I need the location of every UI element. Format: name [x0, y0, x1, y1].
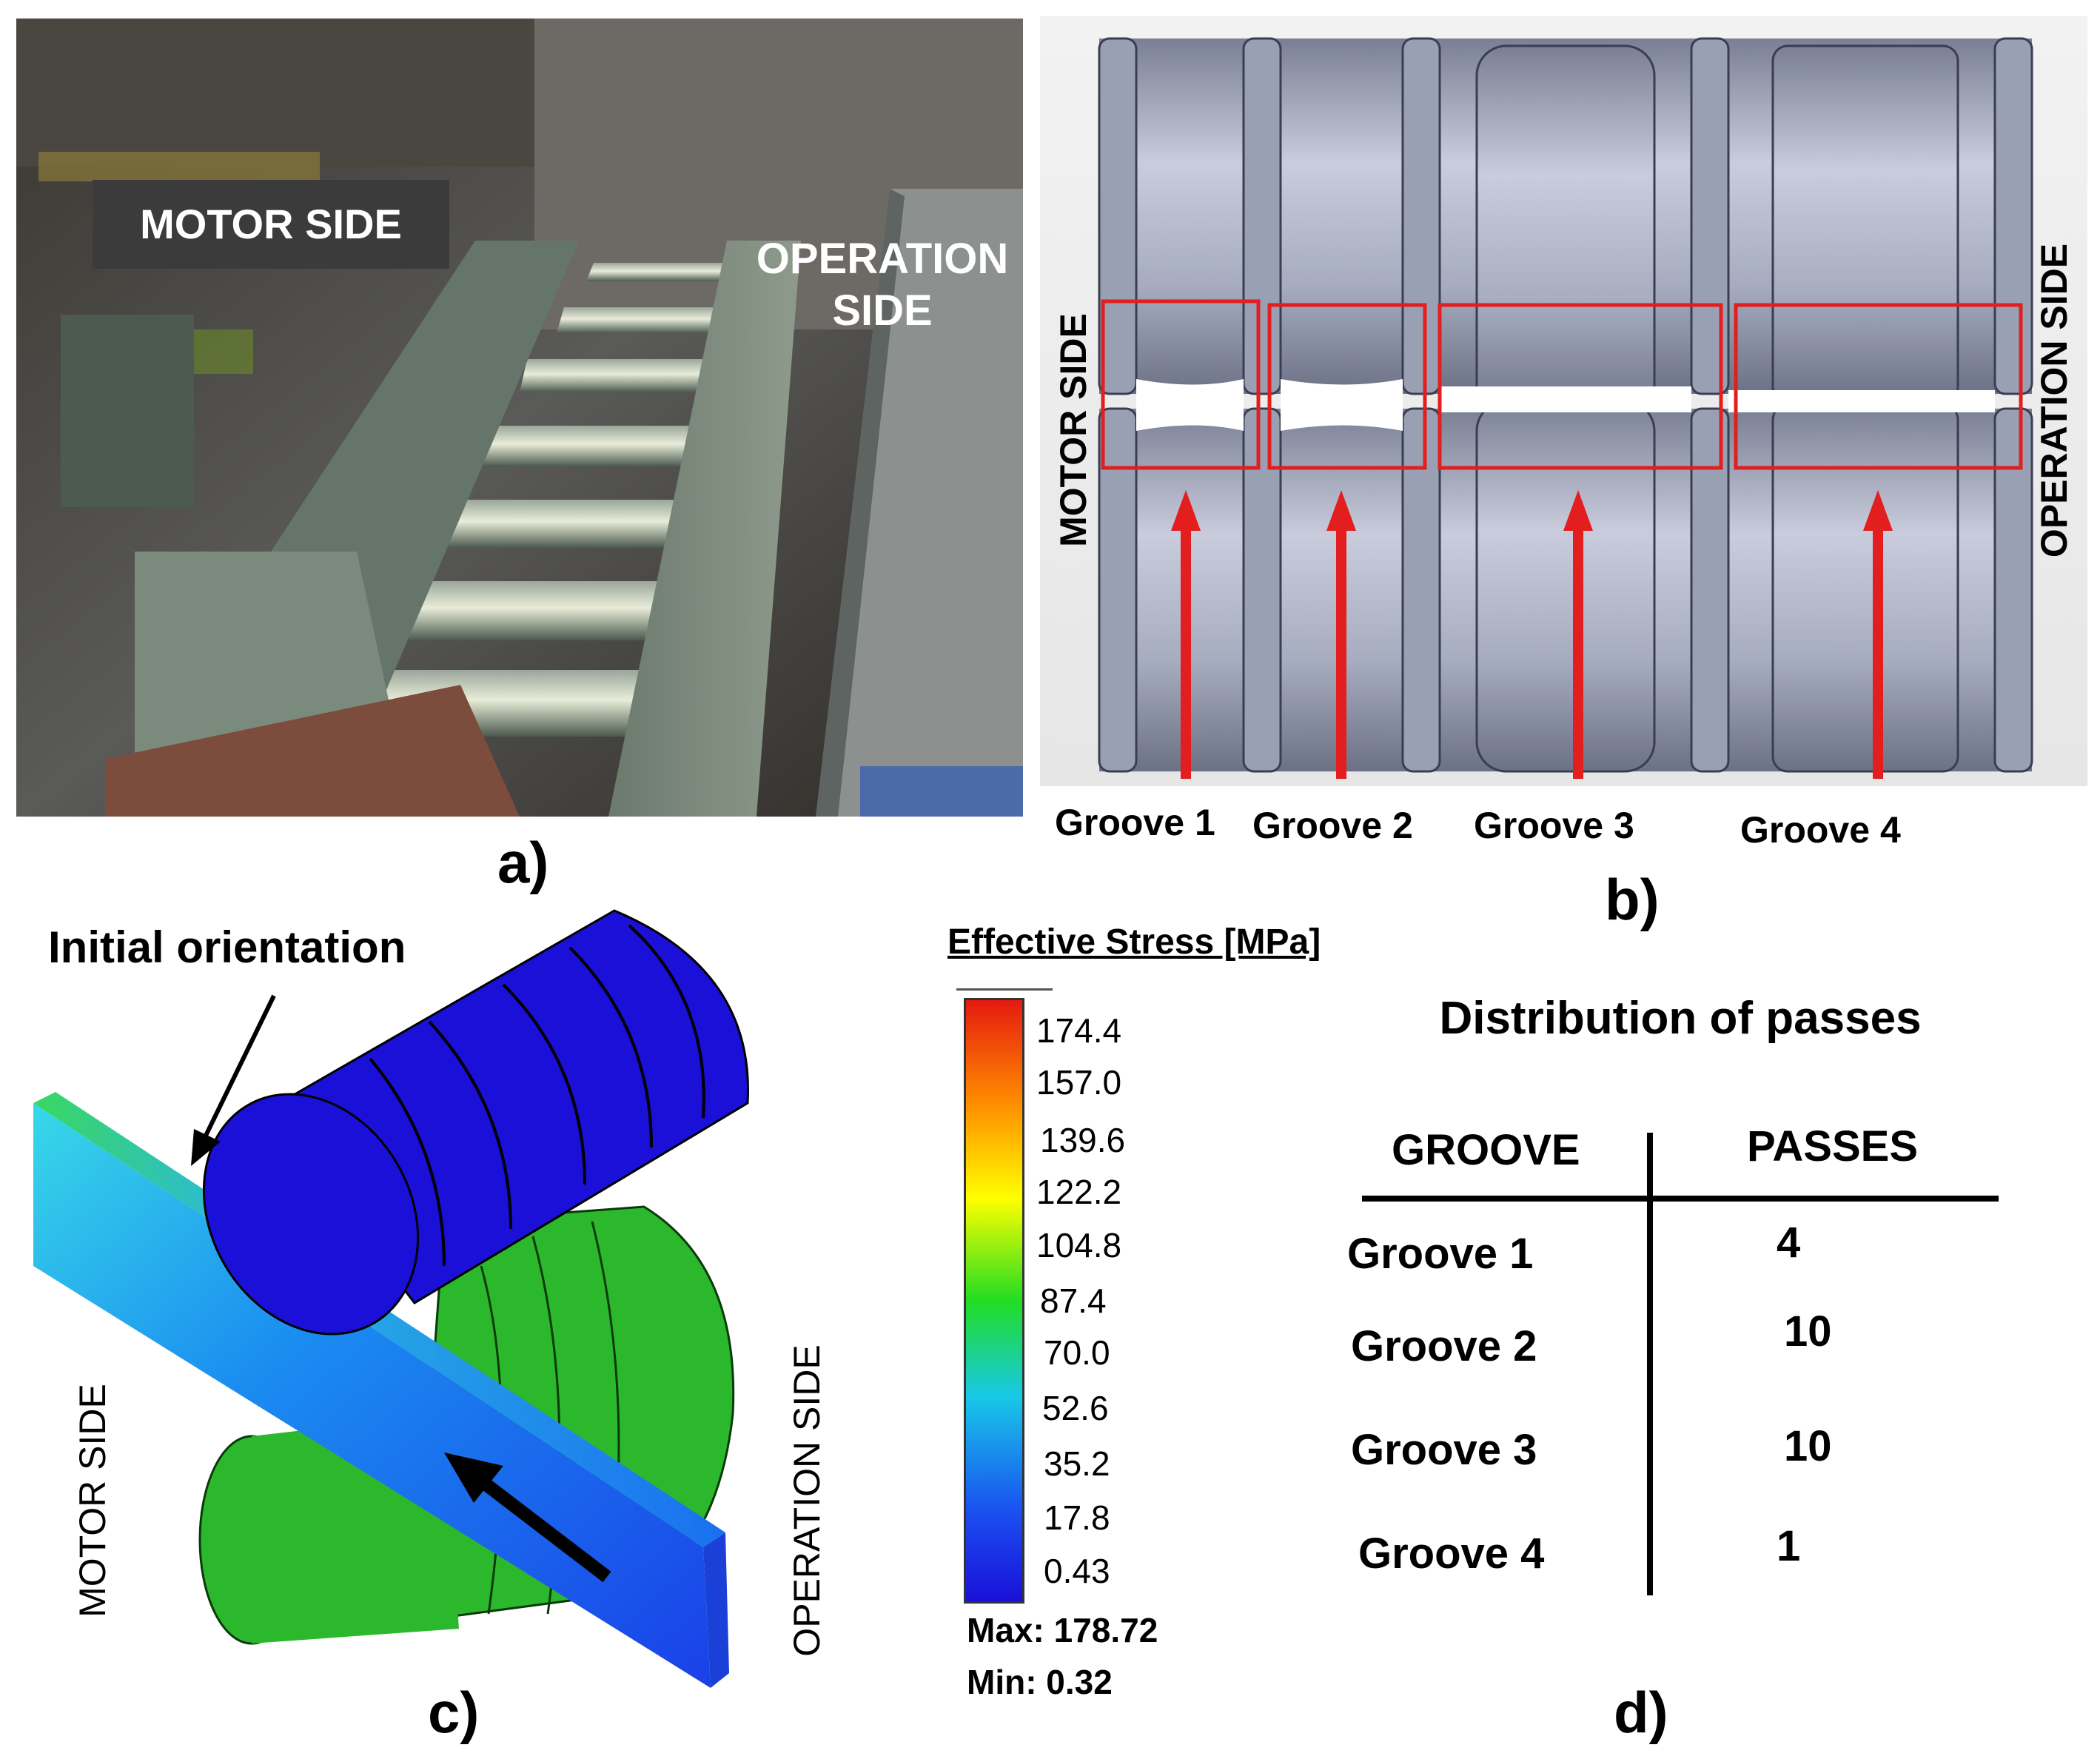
panel-d: Distribution of passes GROOVE PASSES Gro… [1347, 992, 2013, 1658]
legend-title-rule [956, 988, 1053, 991]
groove-arrows [1171, 490, 1893, 779]
row-passes: 10 [1784, 1422, 1832, 1470]
groove-1-box [1101, 299, 1261, 470]
initial-orientation-pointer [191, 994, 276, 1166]
groove-3-box [1438, 303, 1723, 470]
legend-tick-label: 17.8 [1044, 1498, 1110, 1537]
rolling-mill-photo [16, 19, 1023, 817]
legend-min: Min: 0.32 [967, 1663, 1113, 1701]
groove-2-arrow [1326, 490, 1356, 779]
groove-label-3: Groove 3 [1474, 805, 1634, 846]
groove-label-2: Groove 2 [1252, 805, 1413, 846]
groove-4-arrow [1863, 490, 1893, 779]
panel-c-label: c) [428, 1680, 480, 1745]
row-groove: Groove 1 [1347, 1230, 1534, 1278]
panel-c-motor-side: MOTOR SIDE [72, 1384, 113, 1618]
header-groove: GROOVE [1392, 1126, 1580, 1174]
legend-title: Effective Stress [MPa] [947, 922, 1321, 962]
stress-legend: Effective Stress [MPa] 174.4 157.0 139.6… [947, 922, 1392, 1706]
panel-a-photo: MOTOR SIDE OPERATION SIDE [16, 19, 1023, 817]
panel-c-operation-side: OPERATION SIDE [786, 1344, 828, 1657]
panel-b-operation-side: OPERATION SIDE [2033, 243, 2075, 558]
groove-highlights [1101, 299, 2023, 470]
header-passes: PASSES [1747, 1122, 1919, 1170]
operation-side-label-line2: SIDE [832, 287, 933, 335]
legend-max: Max: 178.72 [967, 1611, 1158, 1649]
row-groove: Groove 4 [1358, 1530, 1545, 1578]
operation-side-beam [608, 241, 801, 817]
fem-simulation [33, 909, 749, 1688]
panel-b-label: b) [1605, 867, 1660, 932]
upper-roll [1098, 37, 2033, 418]
operation-side-label-line1: OPERATION [756, 235, 1009, 283]
row-groove: Groove 2 [1351, 1322, 1537, 1370]
initial-orientation-label: Initial orientation [48, 922, 406, 972]
legend-tick-label: 70.0 [1044, 1333, 1110, 1372]
row-passes: 1 [1777, 1522, 1801, 1570]
panel-b-motor-side: MOTOR SIDE [1053, 313, 1094, 547]
upper-roll-blue [202, 909, 749, 1336]
legend-color-bar [964, 998, 1024, 1604]
legend-tick-label: 35.2 [1044, 1444, 1110, 1483]
legend-tick-label: 157.0 [1036, 1063, 1122, 1102]
panel-c: Initial orientation MOTOR SIDE OPERATION… [0, 881, 925, 1755]
passes-table-title: Distribution of passes [1439, 993, 1922, 1044]
legend-tick-label: 122.2 [1036, 1173, 1122, 1211]
table-column-divider [1647, 1133, 1653, 1595]
operation-side-label: OPERATION SIDE [738, 233, 1027, 337]
groove-label-4: Groove 4 [1740, 809, 1901, 851]
row-groove: Groove 3 [1351, 1426, 1537, 1474]
motor-side-tag [93, 180, 449, 269]
roll-drawing [1040, 16, 2087, 786]
panel-d-label: d) [1614, 1680, 1668, 1745]
legend-tick-label: 87.4 [1040, 1281, 1107, 1320]
legend-tick-label: 139.6 [1040, 1121, 1126, 1159]
panel-b: MOTOR SIDE OPERATION SIDE [1040, 16, 2087, 801]
legend-tick-label: 0.43 [1044, 1552, 1110, 1590]
panel-a-label: a) [497, 830, 549, 895]
lower-roll [1098, 400, 2033, 773]
rolling-direction-arrow [444, 1453, 611, 1583]
row-passes: 4 [1777, 1219, 1801, 1267]
row-passes: 10 [1784, 1307, 1832, 1356]
legend-tick-label: 104.8 [1036, 1226, 1122, 1264]
groove-4-box [1734, 303, 2023, 470]
legend-tick-label: 174.4 [1036, 1011, 1122, 1050]
legend-tick-label: 52.6 [1042, 1389, 1109, 1427]
groove-1-arrow [1171, 490, 1201, 779]
motor-side-tag-text: MOTOR SIDE [140, 201, 402, 247]
groove-2-box [1267, 303, 1427, 470]
groove-3-arrow [1563, 490, 1593, 779]
table-header-rule [1362, 1196, 1999, 1202]
groove-label-1: Groove 1 [1055, 802, 1215, 843]
